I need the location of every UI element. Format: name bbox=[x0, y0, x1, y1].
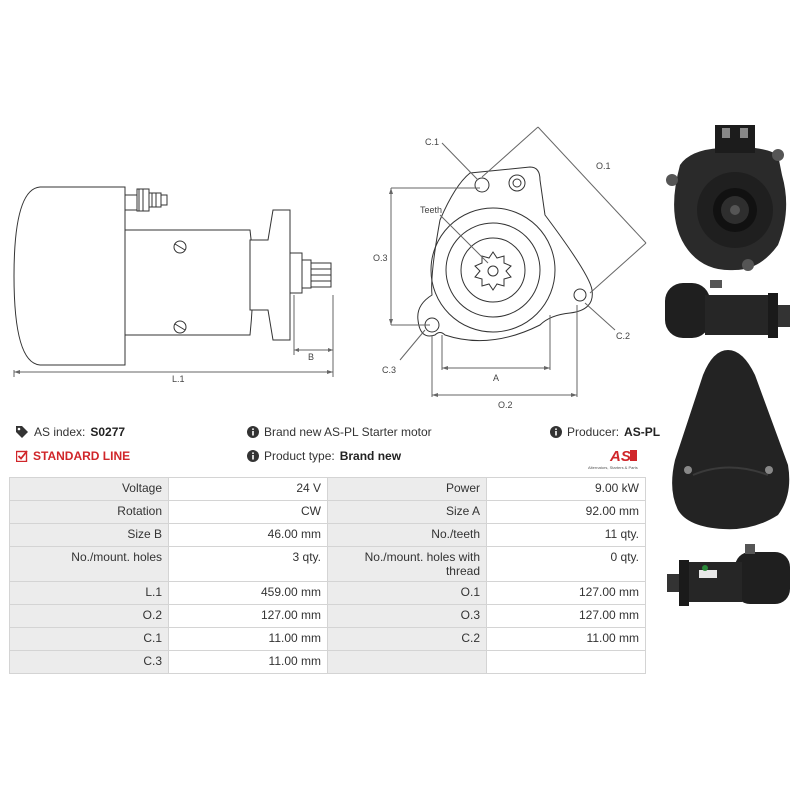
spec-label: Power bbox=[327, 477, 487, 501]
dim-teeth: Teeth bbox=[420, 205, 442, 215]
tag-icon bbox=[16, 426, 28, 438]
side-view-drawing: L.1 B bbox=[13, 186, 334, 384]
spec-label: O.2 bbox=[9, 604, 169, 628]
info-icon bbox=[247, 450, 259, 462]
product-type-value: Brand new bbox=[339, 449, 402, 463]
check-square-icon bbox=[16, 450, 28, 462]
producer-label: Producer: bbox=[567, 425, 620, 439]
spec-value: 46.00 mm bbox=[168, 523, 328, 547]
spec-value: 127.00 mm bbox=[168, 604, 328, 628]
as-index-label: AS index: bbox=[34, 425, 86, 439]
spec-value: 11.00 mm bbox=[486, 627, 646, 651]
spec-label: Rotation bbox=[9, 500, 169, 524]
spec-label: No./mount. holes bbox=[9, 546, 169, 582]
spec-value: 11 qty. bbox=[486, 523, 646, 547]
spec-value: 127.00 mm bbox=[486, 604, 646, 628]
dim-o1: O.1 bbox=[596, 161, 611, 171]
spec-label bbox=[327, 650, 487, 674]
spec-label: No./teeth bbox=[327, 523, 487, 547]
producer-value: AS-PL bbox=[624, 425, 661, 439]
spec-value bbox=[486, 650, 646, 674]
spec-label: Voltage bbox=[9, 477, 169, 501]
spec-value: 11.00 mm bbox=[168, 650, 328, 674]
spec-label: C.1 bbox=[9, 627, 169, 651]
product-photo-top bbox=[672, 350, 790, 530]
dim-a: A bbox=[493, 373, 499, 383]
description-text: Brand new AS-PL Starter motor bbox=[264, 425, 432, 439]
spec-label: C.2 bbox=[327, 627, 487, 651]
spec-value: 9.00 kW bbox=[486, 477, 646, 501]
as-pl-logo: AS Alternators, Starters & Parts bbox=[588, 448, 638, 470]
product-photo-front bbox=[666, 125, 787, 271]
spec-value: CW bbox=[168, 500, 328, 524]
spec-label: C.3 bbox=[9, 650, 169, 674]
spec-value: 11.00 mm bbox=[168, 627, 328, 651]
dim-c2: C.2 bbox=[616, 331, 630, 341]
spec-value: 0 qty. bbox=[486, 546, 646, 582]
dim-l1: L.1 bbox=[172, 374, 185, 384]
spec-label: L.1 bbox=[9, 581, 169, 605]
dim-o3: O.3 bbox=[373, 253, 388, 263]
spec-label: O.3 bbox=[327, 604, 487, 628]
product-type: Product type: Brand new bbox=[247, 449, 401, 463]
logo-tagline: Alternators, Starters & Parts bbox=[588, 465, 638, 470]
spec-value: 127.00 mm bbox=[486, 581, 646, 605]
logo-text: AS bbox=[609, 448, 631, 465]
spec-value: 92.00 mm bbox=[486, 500, 646, 524]
info-icon bbox=[550, 426, 562, 438]
product-type-label: Product type: bbox=[264, 449, 335, 463]
standard-line-text: STANDARD LINE bbox=[33, 449, 131, 463]
product-photo-angle bbox=[667, 544, 790, 606]
spec-label: Size B bbox=[9, 523, 169, 547]
producer: Producer: AS-PL bbox=[550, 425, 660, 439]
as-index: AS index: S0277 bbox=[16, 425, 125, 439]
spec-label: O.1 bbox=[327, 581, 487, 605]
spec-value: 459.00 mm bbox=[168, 581, 328, 605]
front-view-drawing: C.1 O.1 Teeth O.3 C.2 C.3 A O.2 bbox=[373, 126, 647, 410]
dim-c3: C.3 bbox=[382, 365, 396, 375]
product-photo-side bbox=[665, 280, 790, 338]
spec-value: 3 qty. bbox=[168, 546, 328, 582]
spec-label: Size A bbox=[327, 500, 487, 524]
standard-line-badge: STANDARD LINE bbox=[16, 449, 130, 463]
dim-b: B bbox=[308, 352, 314, 362]
product-description: Brand new AS-PL Starter motor bbox=[247, 425, 432, 439]
spec-value: 24 V bbox=[168, 477, 328, 501]
spec-label: No./mount. holes with thread bbox=[327, 546, 487, 582]
info-icon bbox=[247, 426, 259, 438]
dim-o2: O.2 bbox=[498, 400, 513, 410]
as-index-value: S0277 bbox=[90, 425, 126, 439]
dim-c1: C.1 bbox=[425, 137, 439, 147]
